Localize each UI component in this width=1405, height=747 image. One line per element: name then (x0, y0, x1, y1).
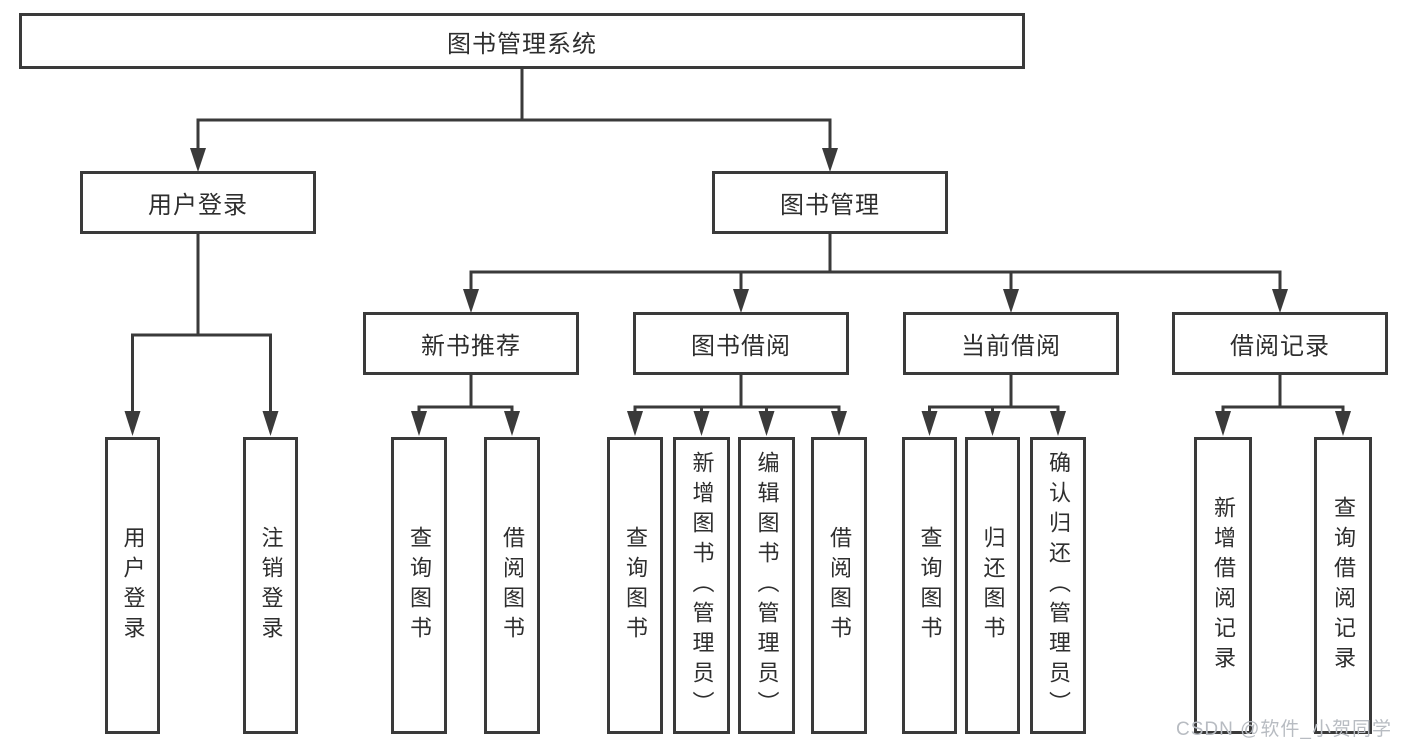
node-user-login-label: 用户登录 (148, 192, 248, 219)
node-book-management-label: 图书管理 (780, 192, 880, 219)
node-current-borrow: 当前借阅 (903, 312, 1119, 375)
leaf-user-login: 用户登录 (105, 437, 160, 734)
leaf-records-add-record-label: 新增借阅记录 (1211, 495, 1236, 676)
node-current-borrow-label: 当前借阅 (961, 333, 1061, 360)
watermark: CSDN @软件_小贺同学 (1176, 719, 1392, 740)
connector-records-to-leaves (1221, 372, 1345, 414)
leaf-newbook-borrow-books-label: 借阅图书 (500, 525, 525, 646)
node-root-label: 图书管理系统 (447, 30, 597, 58)
leaf-user-login-label: 用户登录 (120, 525, 146, 646)
leaf-logout: 注销登录 (243, 437, 298, 734)
connector-userlogin-to-leaves (131, 231, 272, 414)
leaf-logout-label: 注销登录 (258, 525, 284, 646)
node-user-login-branch: 用户登录 (80, 171, 316, 234)
leaf-newbook-query-books-label: 查询图书 (407, 525, 432, 646)
node-new-book-recommend: 新书推荐 (363, 312, 579, 375)
node-book-borrow: 图书借阅 (633, 312, 849, 375)
leaf-records-query-record: 查询借阅记录 (1314, 437, 1372, 734)
node-book-borrow-label: 图书借阅 (691, 333, 791, 360)
leaf-borrow-add-books-admin: 新增图书（管理员） (673, 437, 730, 734)
node-borrow-records-label: 借阅记录 (1230, 333, 1330, 360)
leaf-current-return-books: 归还图书 (965, 437, 1020, 734)
leaf-current-confirm-return-admin-label: 确认归还（管理员） (1046, 450, 1071, 721)
leaf-newbook-borrow-books: 借阅图书 (484, 437, 540, 734)
connector-root-to-level2 (196, 67, 832, 152)
leaf-borrow-query-books: 查询图书 (607, 437, 663, 734)
leaf-borrow-borrow-books: 借阅图书 (811, 437, 867, 734)
arrowheads (124, 148, 1351, 436)
leaf-borrow-borrow-books-label: 借阅图书 (827, 525, 852, 646)
leaf-borrow-edit-books-admin: 编辑图书（管理员） (738, 437, 795, 734)
leaf-current-query-books: 查询图书 (902, 437, 957, 734)
connector-bookmgmt-to-level3 (469, 231, 1282, 293)
leaf-borrow-edit-books-admin-label: 编辑图书（管理员） (754, 450, 780, 721)
leaf-current-query-books-label: 查询图书 (917, 525, 943, 646)
node-book-management-branch: 图书管理 (712, 171, 948, 234)
connector-newbook-to-leaves (417, 372, 514, 414)
leaf-borrow-add-books-admin-label: 新增图书（管理员） (689, 450, 715, 721)
leaf-current-confirm-return-admin: 确认归还（管理员） (1030, 437, 1086, 734)
leaf-borrow-query-books-label: 查询图书 (623, 525, 648, 646)
node-borrow-records: 借阅记录 (1172, 312, 1388, 375)
leaf-records-add-record: 新增借阅记录 (1194, 437, 1252, 734)
node-root-system: 图书管理系统 (19, 13, 1025, 69)
connector-current-to-leaves (928, 372, 1060, 414)
connector-borrow-to-leaves (633, 372, 841, 414)
node-new-book-recommend-label: 新书推荐 (421, 333, 521, 360)
leaf-records-query-record-label: 查询借阅记录 (1331, 495, 1356, 676)
leaf-newbook-query-books: 查询图书 (391, 437, 447, 734)
leaf-current-return-books-label: 归还图书 (980, 525, 1006, 646)
